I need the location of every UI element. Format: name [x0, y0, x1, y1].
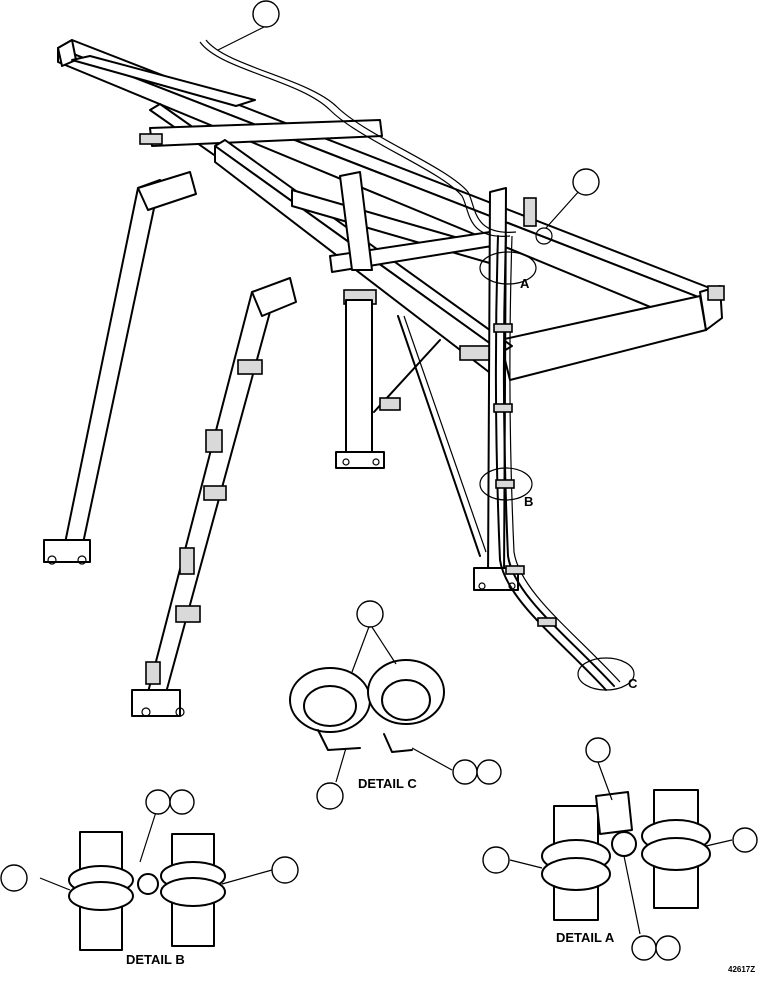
callout-top [217, 0, 280, 51]
figure-number: 42617Z [728, 965, 755, 974]
center-leg [335, 171, 441, 469]
top-frame [57, 39, 725, 383]
detail-b [0, 789, 299, 951]
detail-a [482, 737, 758, 961]
left-front-leg [131, 277, 297, 717]
view-letter-a: A [520, 276, 530, 291]
detail-c [289, 600, 502, 810]
view-letter-c: C [628, 676, 638, 691]
detail-b-label: DETAIL B [126, 952, 185, 967]
detail-a-label: DETAIL A [556, 930, 615, 945]
cable-harness [199, 39, 635, 691]
detail-c-label: DETAIL C [358, 776, 417, 791]
callout-connector [545, 168, 600, 229]
view-letter-b: B [524, 494, 533, 509]
left-rear-leg [43, 171, 197, 565]
